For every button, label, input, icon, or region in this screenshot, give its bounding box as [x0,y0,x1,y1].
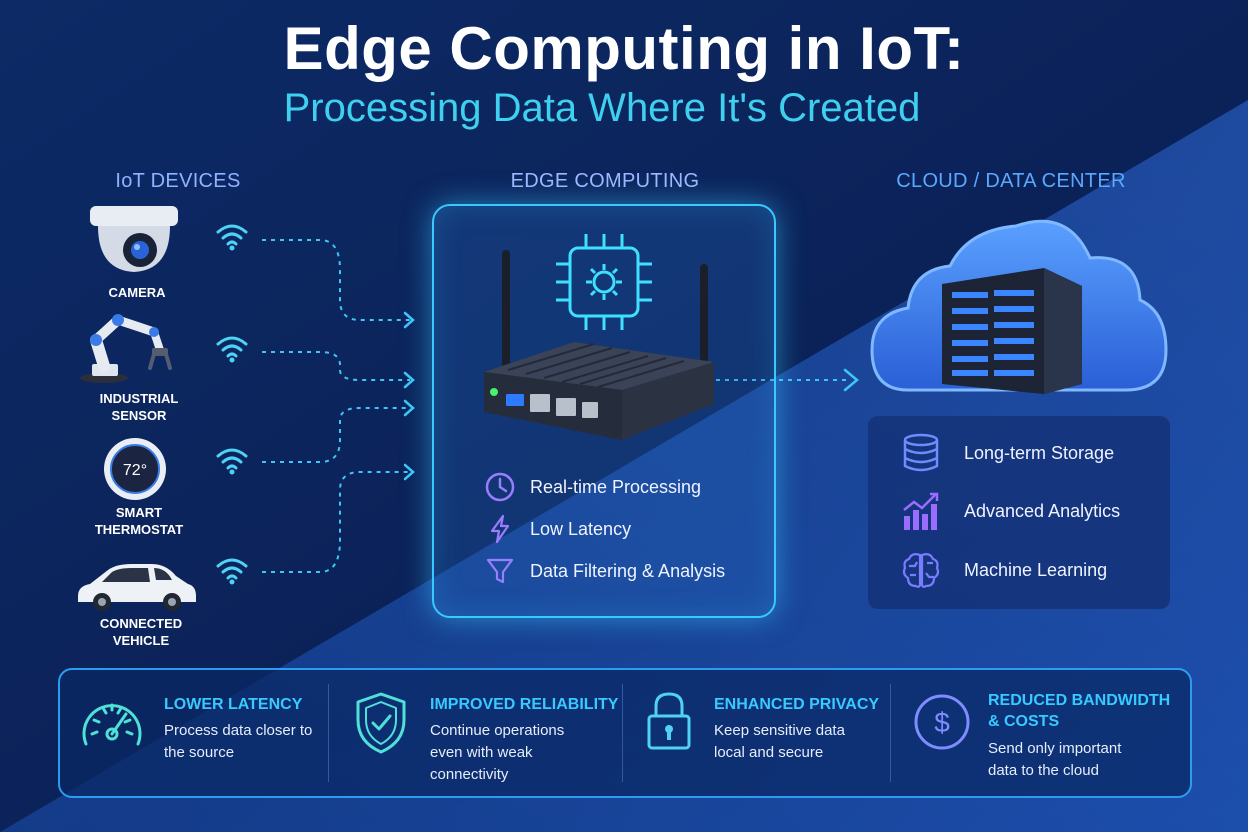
device-label-sensor: INDUSTRIAL SENSOR [99,391,179,423]
cloud-feature-label: Long-term Storage [964,442,1115,463]
iot-devices-heading: IoT DEVICES [115,170,241,192]
device-label-camera: CAMERA [108,285,166,300]
svg-text:$: $ [934,707,950,738]
benefit-title-bandwidth: REDUCED BANDWIDTH & COSTS [988,692,1171,730]
arrow-thermostat [403,399,415,417]
filter-icon [486,558,514,584]
cloud-feature-analytics: Advanced Analytics [900,490,1120,532]
thermostat-icon: 72° [102,436,168,507]
bar-chart-icon [903,492,939,530]
connector-thermostat [262,407,410,463]
edge-feature-realtime: Real-time Processing [484,472,701,502]
processor-gear-icon [556,234,652,330]
benefit-text-reliability: Continue operations even with weak conne… [430,722,565,783]
divider [622,684,623,782]
brain-icon [902,553,940,588]
cloud-feature-label: Machine Learning [964,559,1108,580]
arrow-vehicle [403,463,415,481]
edge-feature-label: Data Filtering & Analysis [530,560,726,581]
benefit-text-latency: Process data closer to the source [164,722,313,761]
edge-feature-latency: Low Latency [484,514,631,544]
lightning-icon [490,514,510,544]
wifi-icon [216,448,248,475]
edge-computing-heading: EDGE COMPUTING [510,170,700,192]
camera-icon [86,200,182,281]
arrow-cloud [843,368,859,392]
benefit-title-privacy: ENHANCED PRIVACY [714,696,880,713]
edge-feature-label: Low Latency [530,518,632,539]
edge-gateway-device [484,250,714,440]
wifi-icon [216,558,248,585]
arrow-camera [403,311,415,329]
cloud-feature-storage: Long-term Storage [900,432,1114,474]
cloud-datacenter-icon [870,219,1168,394]
benefit-title-latency: LOWER LATENCY [164,696,303,713]
speedometer-icon [82,703,142,746]
benefit-text-bandwidth: Send only important data to the cloud [988,740,1122,779]
benefit-title-reliability: IMPROVED RELIABILITY [430,696,619,713]
benefits-bar [58,668,1192,798]
divider [890,684,891,782]
car-icon [72,560,200,617]
connector-sensor [262,351,410,381]
database-icon [903,433,939,472]
shield-check-icon [356,692,406,754]
page-subtitle: Processing Data Where It's Created [283,86,921,130]
page-title: Edge Computing in IoT: [283,15,965,82]
cloud-feature-label: Advanced Analytics [964,500,1121,521]
cloud-feature-ml: Machine Learning [900,549,1107,591]
clock-icon [485,472,515,502]
device-label-vehicle: CONNECTED VEHICLE [99,616,183,648]
edge-feature-label: Real-time Processing [530,476,702,497]
arrow-sensor [403,371,415,389]
connector-vehicle [262,471,410,573]
robot-arm-icon [74,310,184,389]
thermostat-display: 72° [123,462,147,479]
wifi-icon [216,224,248,251]
padlock-icon [647,692,691,750]
dollar-icon: $ [914,694,970,750]
benefit-text-privacy: Keep sensitive data local and secure [714,722,845,761]
cloud-heading: CLOUD / DATA CENTER [896,170,1126,192]
divider [328,684,329,782]
edge-feature-filtering: Data Filtering & Analysis [484,556,725,586]
connector-camera [262,239,410,321]
device-label-thermostat: SMART THERMOSTAT [94,505,184,537]
wifi-icon [216,336,248,363]
